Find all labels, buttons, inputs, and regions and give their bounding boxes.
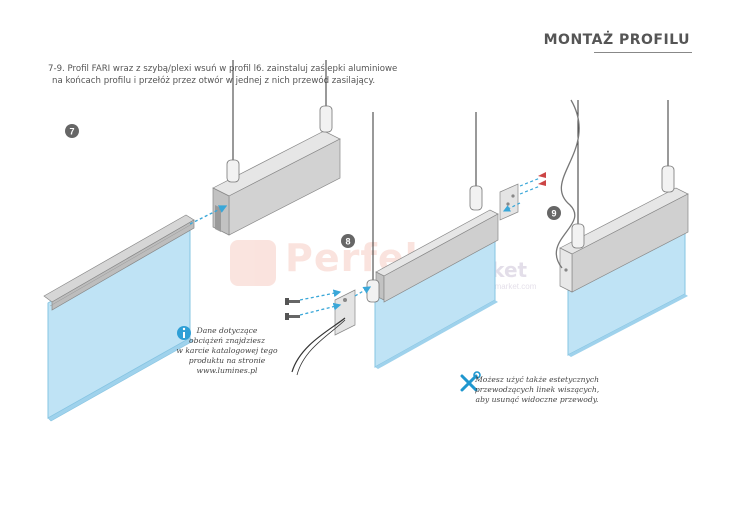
instruction-text: 7-9. Profil FARI wraz z szybą/plexi wsuń… xyxy=(48,63,398,87)
watermark-logo-icon xyxy=(230,240,276,286)
end-cap-right xyxy=(499,183,519,221)
info-icon xyxy=(177,326,191,340)
note-link[interactable]: www.lumines.pl xyxy=(196,366,258,375)
note-line: przewodzących linek wiszących, xyxy=(474,385,600,394)
step-number-9: 9 xyxy=(551,209,556,219)
load-info-note: Dane dotyczące obciążeń znajdziesz w kar… xyxy=(172,326,282,376)
suspension-holder xyxy=(226,159,240,183)
note-line: obciążeń znajdziesz xyxy=(189,336,265,345)
screw-icon xyxy=(285,313,300,320)
note-line: w karcie katalogowej tego xyxy=(176,346,278,355)
glass-panel-7 xyxy=(47,221,191,419)
note-line: Możesz użyć także estetycznych xyxy=(475,375,599,384)
screw-icon xyxy=(285,298,300,305)
step-7-illustration xyxy=(43,60,341,422)
page-title: MONTAŻ PROFILU xyxy=(543,32,690,48)
power-cable xyxy=(291,317,346,373)
cable-info-note: Możesz użyć także estetycznych przewodzą… xyxy=(462,375,612,405)
title-underline xyxy=(594,52,692,53)
step-badge-9: 9 xyxy=(547,206,561,220)
instruction-line-2: na końcach profilu i przełóż przez otwór… xyxy=(52,76,376,86)
end-cap-left xyxy=(334,289,356,336)
instruction-line-1: 7-9. Profil FARI wraz z szybą/plexi wsuń… xyxy=(48,64,398,74)
step-9-illustration xyxy=(555,99,689,357)
step-8-illustration xyxy=(285,112,546,376)
step-badge-8: 8 xyxy=(341,234,355,248)
step-badge-7: 7 xyxy=(65,124,79,138)
tools-icon xyxy=(460,371,481,392)
step-number-8: 8 xyxy=(345,237,350,247)
power-cable-9 xyxy=(555,99,580,269)
note-line: Dane dotyczące xyxy=(196,326,258,335)
note-line: aby usunąć widoczne przewody. xyxy=(475,395,599,404)
note-line: produktu na stronie xyxy=(188,356,266,365)
step-number-7: 7 xyxy=(69,127,74,137)
